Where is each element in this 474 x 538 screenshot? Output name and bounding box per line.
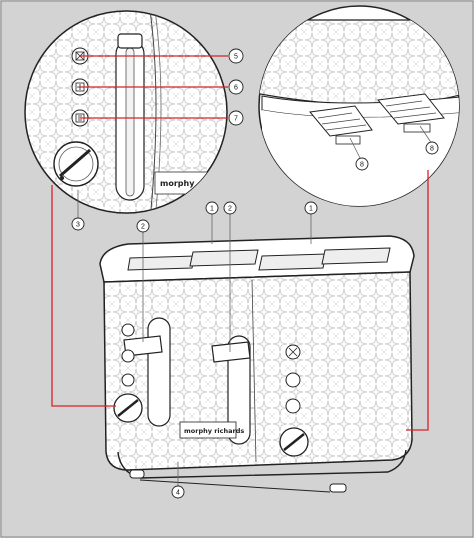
foot-right bbox=[329, 483, 347, 493]
callout-label: 7 bbox=[234, 116, 238, 123]
callout-marker-5: 5 bbox=[228, 48, 244, 64]
crumb-tray-right bbox=[377, 93, 445, 133]
callout-leaders bbox=[77, 125, 433, 486]
leader-lines bbox=[51, 55, 429, 431]
callout-marker-2b: 2 bbox=[223, 201, 237, 215]
bread-slot-2 bbox=[189, 249, 259, 267]
browning-dial-left bbox=[113, 393, 143, 423]
lever-slot-left bbox=[147, 317, 171, 427]
bread-slot-4 bbox=[321, 247, 391, 265]
callout-marker-1a: 1 bbox=[205, 201, 219, 215]
callout-label: 6 bbox=[234, 85, 238, 92]
callout-marker-8b: 8 bbox=[425, 141, 439, 155]
toaster-top bbox=[99, 235, 415, 283]
callout-marker-2a: 2 bbox=[136, 219, 150, 233]
callout-label: 5 bbox=[234, 54, 238, 61]
callout-marker-4: 4 bbox=[171, 485, 185, 499]
reheat-button-left bbox=[121, 373, 135, 387]
callout-label: 1 bbox=[210, 206, 214, 213]
toaster-body: morphy richards bbox=[99, 235, 415, 493]
defrost-button-right bbox=[285, 372, 301, 388]
crumb-tray-left bbox=[309, 105, 373, 145]
defrost-button-left bbox=[121, 349, 135, 363]
cancel-button-left bbox=[121, 323, 135, 337]
callout-marker-7: 7 bbox=[228, 110, 244, 126]
callout-label: 8 bbox=[430, 146, 434, 153]
callout-label: 3 bbox=[76, 222, 80, 229]
brand-label-zoom: morphy bbox=[160, 179, 195, 188]
browning-dial-icon bbox=[53, 141, 99, 187]
zoom-detail-controls: morphy bbox=[24, 10, 228, 214]
foot-left bbox=[129, 469, 145, 479]
callout-marker-1b: 1 bbox=[304, 201, 318, 215]
toaster-housing bbox=[103, 271, 413, 471]
zoom-detail-crumb-trays bbox=[258, 5, 460, 207]
bread-slot-1 bbox=[127, 255, 196, 271]
bread-slot-3 bbox=[258, 253, 327, 271]
callout-marker-3: 3 bbox=[71, 217, 85, 231]
callout-label: 1 bbox=[309, 206, 313, 213]
callout-marker-6: 6 bbox=[228, 79, 244, 95]
callout-marker-8a: 8 bbox=[355, 157, 369, 171]
callout-label: 2 bbox=[141, 224, 145, 231]
browning-dial-right bbox=[279, 427, 309, 457]
reheat-button-right bbox=[285, 398, 301, 414]
callout-label: 8 bbox=[360, 162, 364, 169]
brand-plate bbox=[179, 421, 237, 439]
brand-label: morphy richards bbox=[184, 427, 244, 435]
callout-label: 2 bbox=[228, 206, 232, 213]
lever-slot-right bbox=[227, 335, 251, 445]
callout-label: 4 bbox=[176, 490, 180, 497]
lever-right bbox=[211, 341, 251, 363]
toaster-base bbox=[117, 449, 407, 479]
lever-handle-zoom bbox=[117, 33, 143, 49]
